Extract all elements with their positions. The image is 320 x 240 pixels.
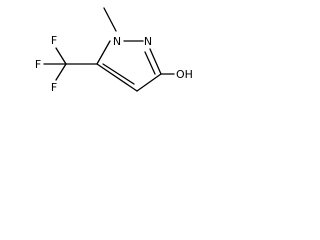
fluorine-top-label: F — [51, 34, 57, 47]
bond-c4-c5-inner — [102, 63, 135, 85]
bond-methyl — [103, 7, 117, 32]
hydroxyl-label: OH — [176, 68, 193, 81]
bond-c4-c5 — [96, 63, 138, 92]
bond-n2-c3-inner — [144, 51, 156, 75]
bond-n1-c5 — [96, 40, 111, 65]
bond-c3-c4 — [136, 73, 162, 92]
nitrogen-methyl-label: N — [113, 35, 121, 48]
chemical-structure: N N OH F F F — [35, 7, 193, 94]
bond-cf3-f-top — [55, 47, 67, 65]
bond-group — [43, 7, 175, 92]
bond-n2-c3 — [149, 48, 162, 75]
fluorine-left-label: F — [35, 58, 41, 71]
structure-canvas: N N OH F F F — [0, 0, 198, 125]
nitrogen-ring-label: N — [144, 35, 152, 48]
fluorine-bottom-label: F — [51, 81, 57, 94]
bond-cf3-f-bottom — [55, 63, 67, 81]
